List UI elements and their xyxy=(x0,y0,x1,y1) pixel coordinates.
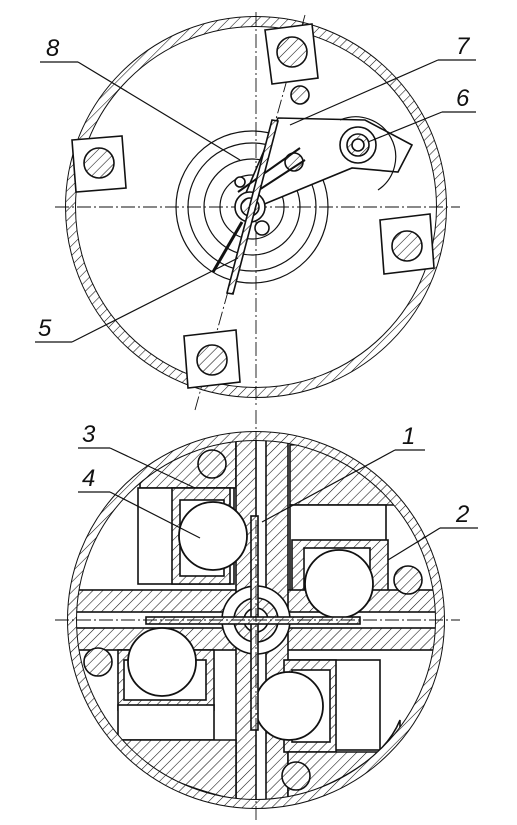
bottom-roller-bottom xyxy=(281,761,311,791)
bottom-roller-left xyxy=(83,647,113,677)
top-concentric-1 xyxy=(175,130,329,284)
leader-lines xyxy=(35,59,478,561)
top-roller-block-left xyxy=(71,135,127,193)
top-roller-block-top xyxy=(264,23,319,85)
label-6: 6 xyxy=(456,85,470,112)
bottom-roller-top xyxy=(197,449,227,479)
label-4: 4 xyxy=(82,465,95,492)
top-bottom-pin xyxy=(254,220,270,236)
top-small-pin-2 xyxy=(234,176,246,188)
bottom-view xyxy=(55,410,460,820)
top-roller-block-right xyxy=(379,213,435,275)
label-2: 2 xyxy=(455,501,469,528)
bottom-roller-right xyxy=(393,565,423,595)
top-view xyxy=(55,12,460,411)
top-concentric-4 xyxy=(219,174,285,240)
top-pin-link-1 xyxy=(237,147,301,193)
bottom-ball-ll xyxy=(127,627,197,697)
bottom-ball-ur xyxy=(304,549,374,619)
top-roller-block-bottom xyxy=(183,329,241,389)
top-concentric-2 xyxy=(187,142,317,272)
label-3: 3 xyxy=(82,421,96,448)
top-pivot-arc xyxy=(339,116,397,191)
top-pivot-core xyxy=(351,138,365,152)
label-1: 1 xyxy=(402,423,415,450)
top-blade-5 xyxy=(226,119,279,295)
top-small-pin xyxy=(290,85,310,105)
top-blade-edge xyxy=(211,221,244,273)
bottom-ball-lr xyxy=(254,671,324,741)
bottom-ball-ul xyxy=(178,501,248,571)
bottom-pocket-ll-lower xyxy=(117,704,215,741)
label-5: 5 xyxy=(38,315,52,342)
top-concentric-3 xyxy=(203,158,301,256)
bottom-blade-h xyxy=(145,616,361,625)
label-8: 8 xyxy=(46,35,60,62)
label-7: 7 xyxy=(456,33,471,60)
